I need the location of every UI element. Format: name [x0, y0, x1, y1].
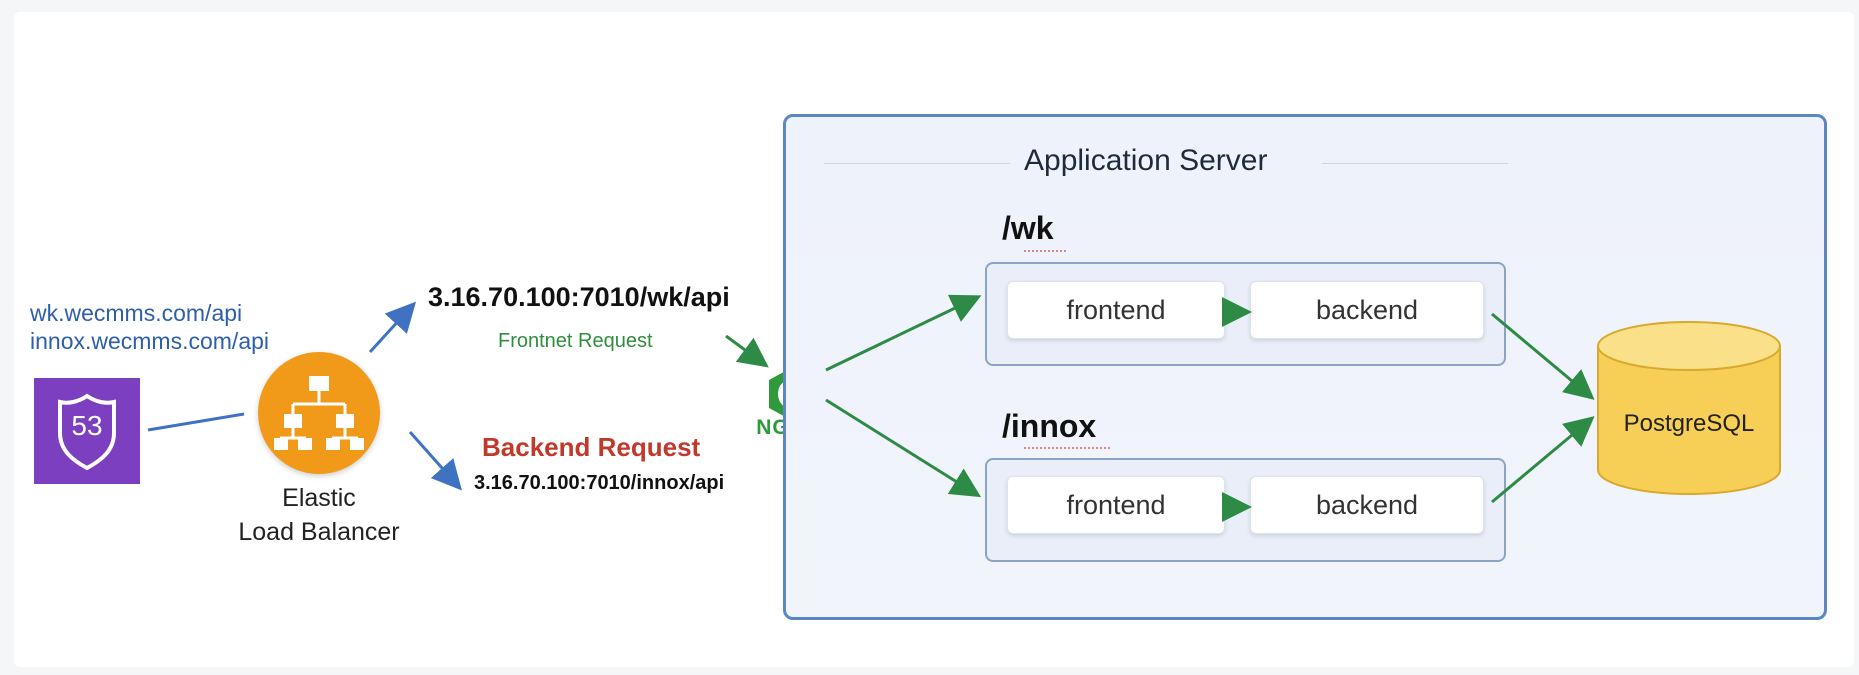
route-path-innox: /innox	[1002, 408, 1097, 444]
load-balancer-icon	[258, 352, 380, 474]
domain-wk: wk.wecmms.com/api	[30, 300, 243, 326]
wk-request-url: 3.16.70.100:7010/wk/api	[428, 282, 730, 312]
route53-shield-icon: 53	[34, 378, 140, 484]
frontend-request-label: Frontnet Request	[498, 330, 653, 352]
arrow-elb-to-innox	[408, 431, 462, 491]
arrow-frontend-request-to-nginx	[725, 334, 769, 368]
title-rule-left	[824, 163, 1010, 164]
elb-label-line1: Elastic	[282, 484, 356, 512]
arrow-nginx-to-innox	[825, 398, 982, 498]
database-label: PostgreSQL	[1623, 410, 1755, 437]
arrow-wk-backend-to-db	[1491, 312, 1595, 400]
route53-number: 53	[71, 410, 103, 441]
domain-innox: innox.wecmms.com/api	[30, 328, 270, 354]
frontend-card-innox: frontend	[1007, 476, 1225, 534]
spell-underline-innox	[1024, 444, 1110, 449]
frontend-card-wk: frontend	[1007, 281, 1225, 339]
title-rule-right	[1322, 163, 1508, 164]
elb-label-line2: Load Balancer	[238, 518, 400, 546]
innox-request-url: 3.16.70.100:7010/innox/api	[474, 472, 725, 494]
application-server-title: Application Server	[1024, 144, 1268, 177]
route-path-wk: /wk	[1002, 210, 1054, 246]
arrow-nginx-to-wk	[825, 294, 982, 372]
spell-underline-wk	[1024, 247, 1066, 252]
backend-card-wk: backend	[1250, 281, 1484, 339]
database-cylinder-icon	[1596, 320, 1782, 498]
arrow-route53-to-elb	[147, 412, 245, 432]
arrow-elb-to-wk	[368, 301, 417, 354]
backend-request-label: Backend Request	[482, 432, 701, 462]
arrow-innox-backend-to-db	[1491, 416, 1595, 504]
backend-card-innox: backend	[1250, 476, 1484, 534]
